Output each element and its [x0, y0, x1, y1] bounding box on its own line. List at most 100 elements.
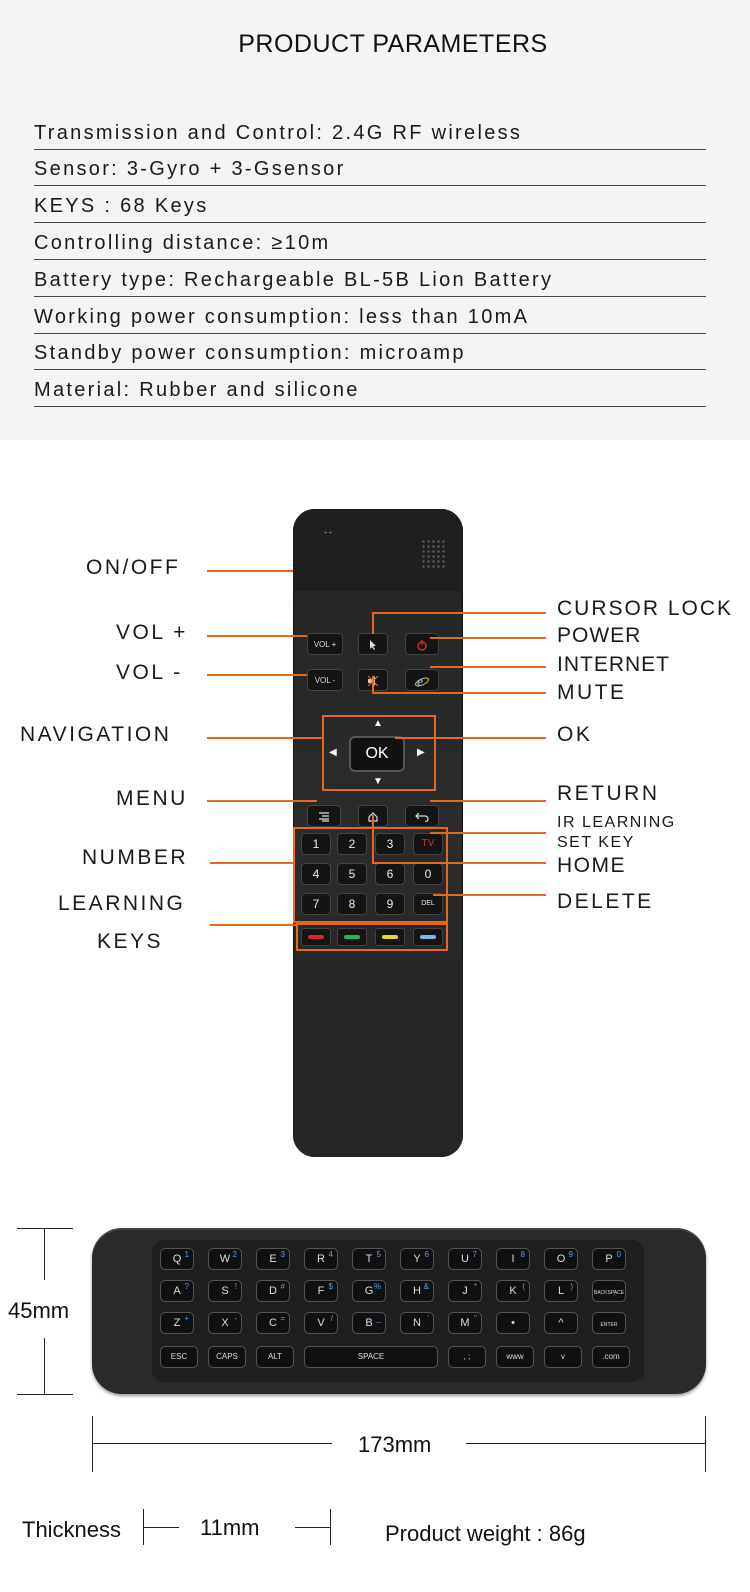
- svg-text:e: e: [417, 675, 423, 689]
- keyboard-key: ALT: [256, 1346, 294, 1368]
- pointer-line: [207, 800, 317, 802]
- label-delete: DELETE: [557, 890, 654, 913]
- pointer-line: [430, 800, 546, 802]
- power-icon: [417, 640, 427, 651]
- parameters-section: PRODUCT PARAMETERS Transmission and Cont…: [0, 0, 750, 440]
- label-learning: LEARNING: [58, 892, 186, 915]
- label-home: HOME: [557, 854, 626, 877]
- keyboard-key: v: [544, 1346, 582, 1368]
- learning-key-blue: [413, 928, 443, 946]
- remote-grip: [293, 959, 463, 1157]
- label-cursor-lock: CURSOR LOCK: [557, 597, 734, 620]
- label-internet: INTERNET: [557, 653, 670, 676]
- keyboard-key: M": [448, 1312, 482, 1334]
- number-key-3: 3: [375, 833, 405, 855]
- param-row: Transmission and Control: 2.4G RF wirele…: [34, 113, 706, 150]
- navigation-pad: [322, 715, 436, 791]
- number-key-2: 2: [337, 833, 367, 855]
- pointer-line: [372, 612, 546, 614]
- label-navigation: NAVIGATION: [20, 723, 172, 746]
- label-menu: MENU: [116, 787, 188, 810]
- dimension-line: [295, 1527, 331, 1528]
- pointer-line: [372, 692, 546, 694]
- label-mute: MUTE: [557, 681, 627, 704]
- thickness-value: 11mm: [200, 1515, 260, 1540]
- pointer-line: [430, 832, 546, 834]
- arrow-up-icon: ▲: [373, 718, 383, 729]
- ok-key: OK: [349, 736, 405, 772]
- microphone-icon: [323, 531, 333, 534]
- number-key-6: 6: [375, 863, 405, 885]
- keyboard-key: CAPS: [208, 1346, 246, 1368]
- label-vol-down: VOL -: [116, 661, 183, 684]
- tv-key: TV: [413, 833, 443, 855]
- param-row: Sensor: 3-Gyro + 3-Gsensor: [34, 149, 706, 186]
- internet-explorer-icon: e: [415, 675, 429, 690]
- number-key-4: 4: [301, 863, 331, 885]
- number-key-9: 9: [375, 893, 405, 915]
- keyboard-key: , ;: [448, 1346, 486, 1368]
- number-key-7: 7: [301, 893, 331, 915]
- dimension-tick: [17, 1228, 73, 1229]
- number-key-5: 5: [337, 863, 367, 885]
- label-set-key: SET KEY: [557, 834, 635, 851]
- speaker-grille-icon: [421, 539, 447, 569]
- keyboard-key: S!: [208, 1280, 242, 1302]
- label-on-off: ON/OFF: [86, 556, 181, 579]
- dimension-line: [92, 1443, 332, 1444]
- page-title: PRODUCT PARAMETERS: [238, 30, 548, 58]
- pointer-line: [210, 924, 296, 926]
- pointer-line: [430, 637, 546, 639]
- label-number: NUMBER: [82, 846, 189, 869]
- thickness-label: Thickness: [22, 1517, 122, 1542]
- pointer-line: [207, 674, 307, 676]
- return-key: [405, 805, 439, 827]
- product-weight: Product weight : 86g: [385, 1521, 586, 1546]
- param-row: Working power consumption: less than 10m…: [34, 297, 706, 334]
- dimension-line: [44, 1228, 45, 1280]
- keyboard-key: Z+: [160, 1312, 194, 1334]
- learning-keys-outline: [296, 923, 448, 951]
- width-dimension: 173mm: [358, 1432, 432, 1457]
- pointer-line: [372, 612, 374, 634]
- dimension-tick: [92, 1416, 93, 1472]
- dimension-line: [44, 1338, 45, 1394]
- number-key-8: 8: [337, 893, 367, 915]
- delete-key: DEL: [413, 893, 443, 915]
- keyboard-key: SPACE: [304, 1346, 438, 1368]
- pointer-line: [430, 666, 546, 668]
- param-row: Material: Rubber and silicone: [34, 370, 706, 407]
- return-icon: [415, 812, 429, 823]
- cursor-icon: [370, 640, 376, 650]
- dimension-tick: [705, 1416, 706, 1472]
- learning-key-green: [337, 928, 367, 946]
- keyboard-key: ^: [544, 1312, 578, 1334]
- number-key-1: 1: [301, 833, 331, 855]
- pointer-line: [372, 815, 374, 863]
- keyboard-key: ESC: [160, 1346, 198, 1368]
- pointer-line: [395, 737, 546, 739]
- keyboard-key: •: [496, 1312, 530, 1334]
- dimension-line: [466, 1443, 706, 1444]
- remote-top-cap: [293, 509, 463, 591]
- menu-key: [307, 805, 341, 827]
- label-power: POWER: [557, 624, 642, 647]
- keyboard-key: D#: [256, 1280, 290, 1302]
- label-keys: KEYS: [97, 930, 164, 953]
- param-row: KEYS : 68 Keys: [34, 186, 706, 223]
- learning-key-yellow: [375, 928, 405, 946]
- label-ir-learning: IR LEARNING: [557, 814, 676, 831]
- keyboard-key: A?: [160, 1280, 194, 1302]
- label-return: RETURN: [557, 782, 660, 805]
